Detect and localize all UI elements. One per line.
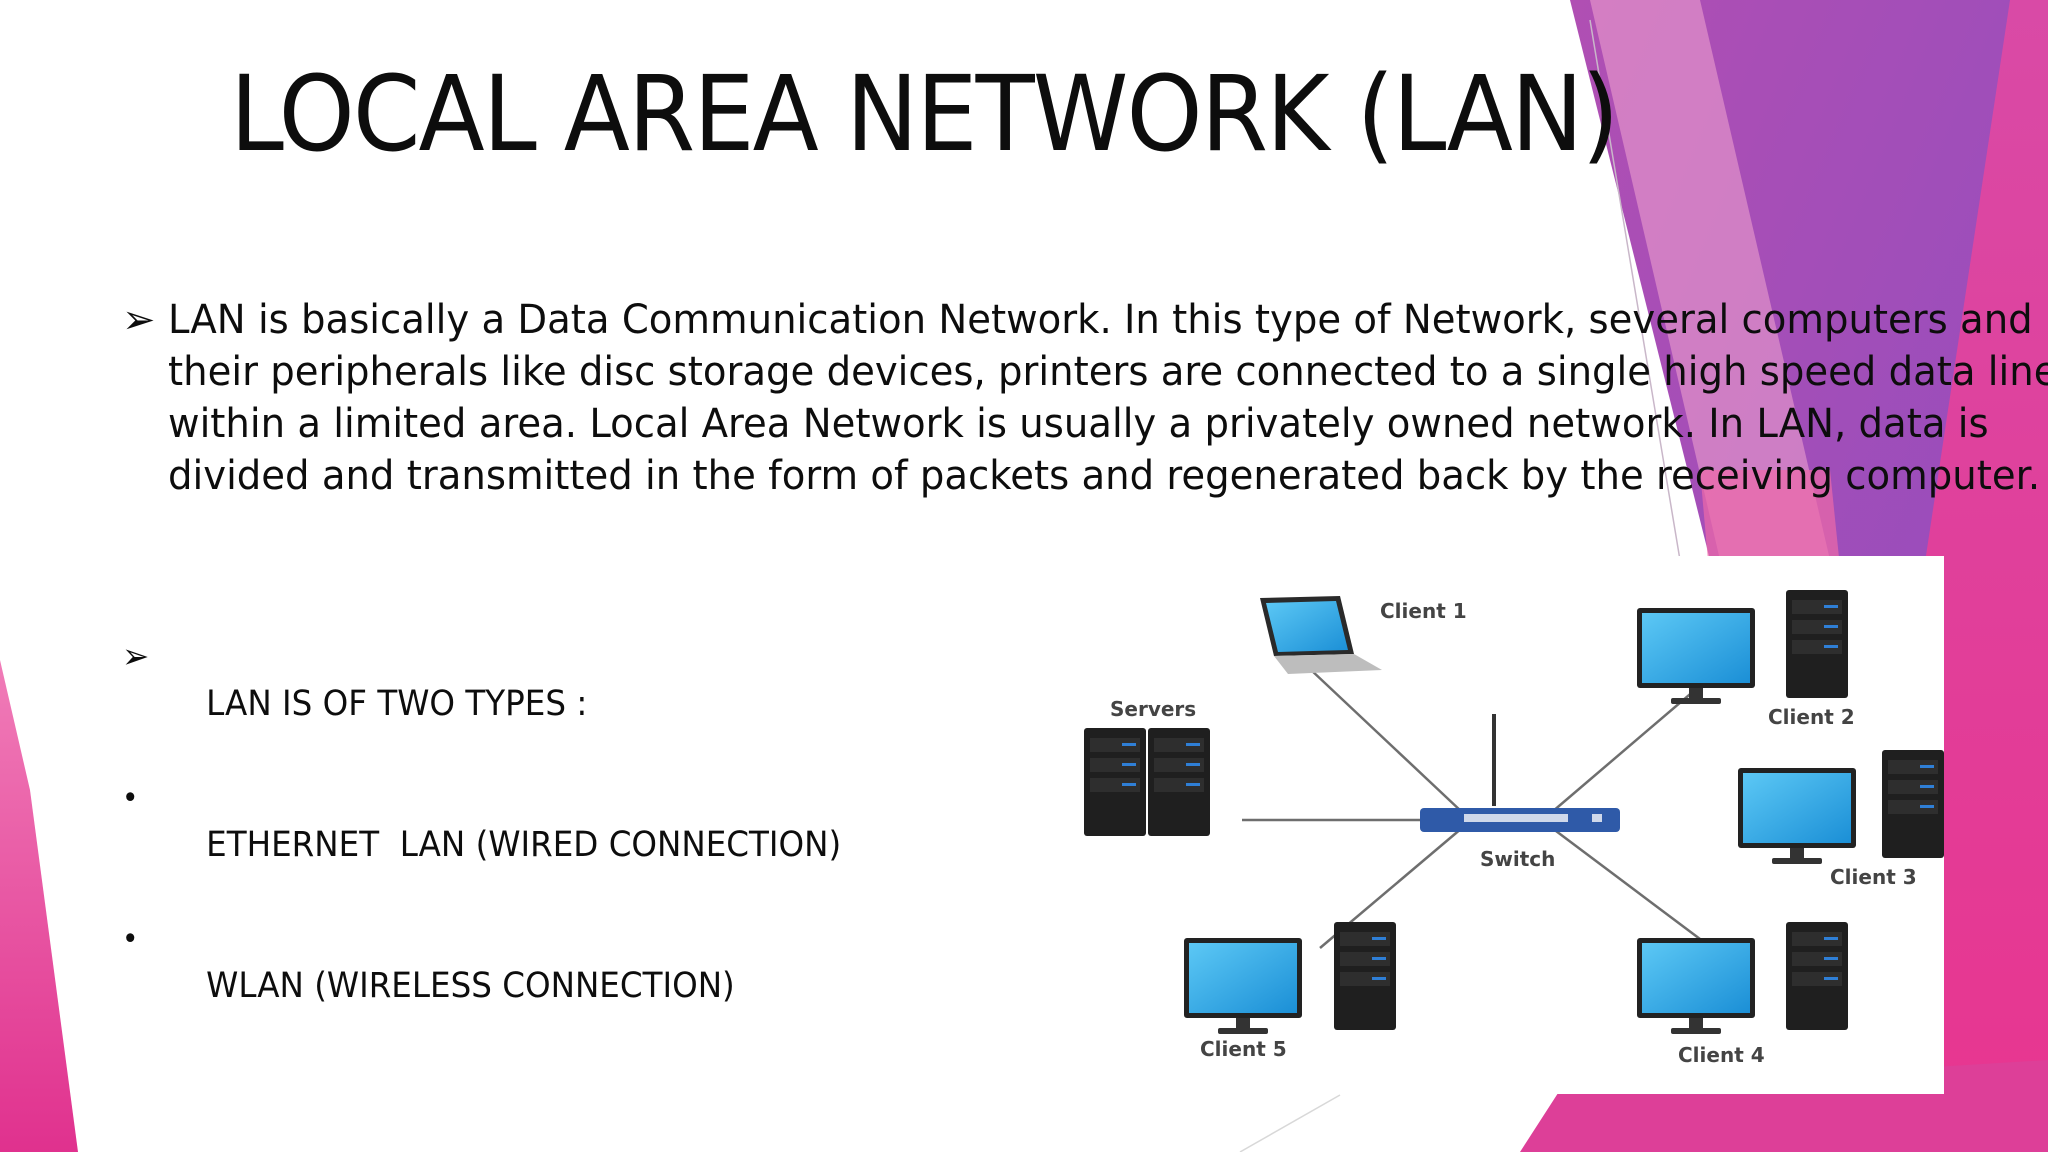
servers-icon: [1084, 728, 1210, 836]
dot-bullet-icon: •: [122, 781, 139, 816]
list-item: • ETHERNET LAN (WIRED CONNECTION): [122, 775, 841, 916]
list-item: • WLAN (WIRELESS CONNECTION): [122, 916, 841, 1057]
list-item-text: ETHERNET LAN (WIRED CONNECTION): [206, 825, 842, 865]
client-5-computer-icon: [1184, 922, 1396, 1034]
left-pink-shard: [0, 660, 78, 1152]
servers-label: Servers: [1110, 697, 1196, 721]
lan-types-heading: LAN IS OF TWO TYPES :: [206, 684, 588, 724]
laptop-icon: [1260, 596, 1382, 674]
list-item-text: WLAN (WIRELESS CONNECTION): [206, 966, 735, 1006]
dot-bullet-icon: •: [122, 922, 139, 957]
switch-label: Switch: [1480, 847, 1555, 871]
client-4-label: Client 4: [1678, 1043, 1765, 1067]
client-3-label: Client 3: [1830, 865, 1917, 889]
arrow-bullet-icon: ➢: [122, 297, 156, 343]
client-3-computer-icon: [1738, 750, 1944, 864]
intro-paragraph: LAN is basically a Data Communication Ne…: [168, 297, 2048, 499]
lan-types-heading-row: ➢ LAN IS OF TWO TYPES :: [122, 634, 841, 775]
switch-icon: [1420, 714, 1620, 832]
right-magenta-shard: [1790, 0, 2048, 1152]
thin-accent-line-bottom: [1239, 1094, 1341, 1152]
lan-network-diagram: Servers Switch Client 1 Client 2 Client …: [1062, 556, 1944, 1094]
client-4-computer-icon: [1637, 922, 1848, 1034]
client-5-label: Client 5: [1200, 1037, 1287, 1061]
lan-types-list: ➢ LAN IS OF TWO TYPES : • ETHERNET LAN (WI…: [122, 634, 841, 1057]
client-1-label: Client 1: [1380, 599, 1467, 623]
right-light-pink-shard: [1590, 0, 1830, 560]
intro-bullet: ➢ LAN is basically a Data Communication …: [122, 294, 2048, 502]
slide-title: LOCAL AREA NETWORK (LAN): [230, 53, 1619, 175]
thin-accent-line: [1589, 19, 1681, 561]
client-2-label: Client 2: [1768, 705, 1855, 729]
arrow-bullet-icon: ➢: [122, 637, 150, 677]
client-2-computer-icon: [1637, 590, 1848, 704]
